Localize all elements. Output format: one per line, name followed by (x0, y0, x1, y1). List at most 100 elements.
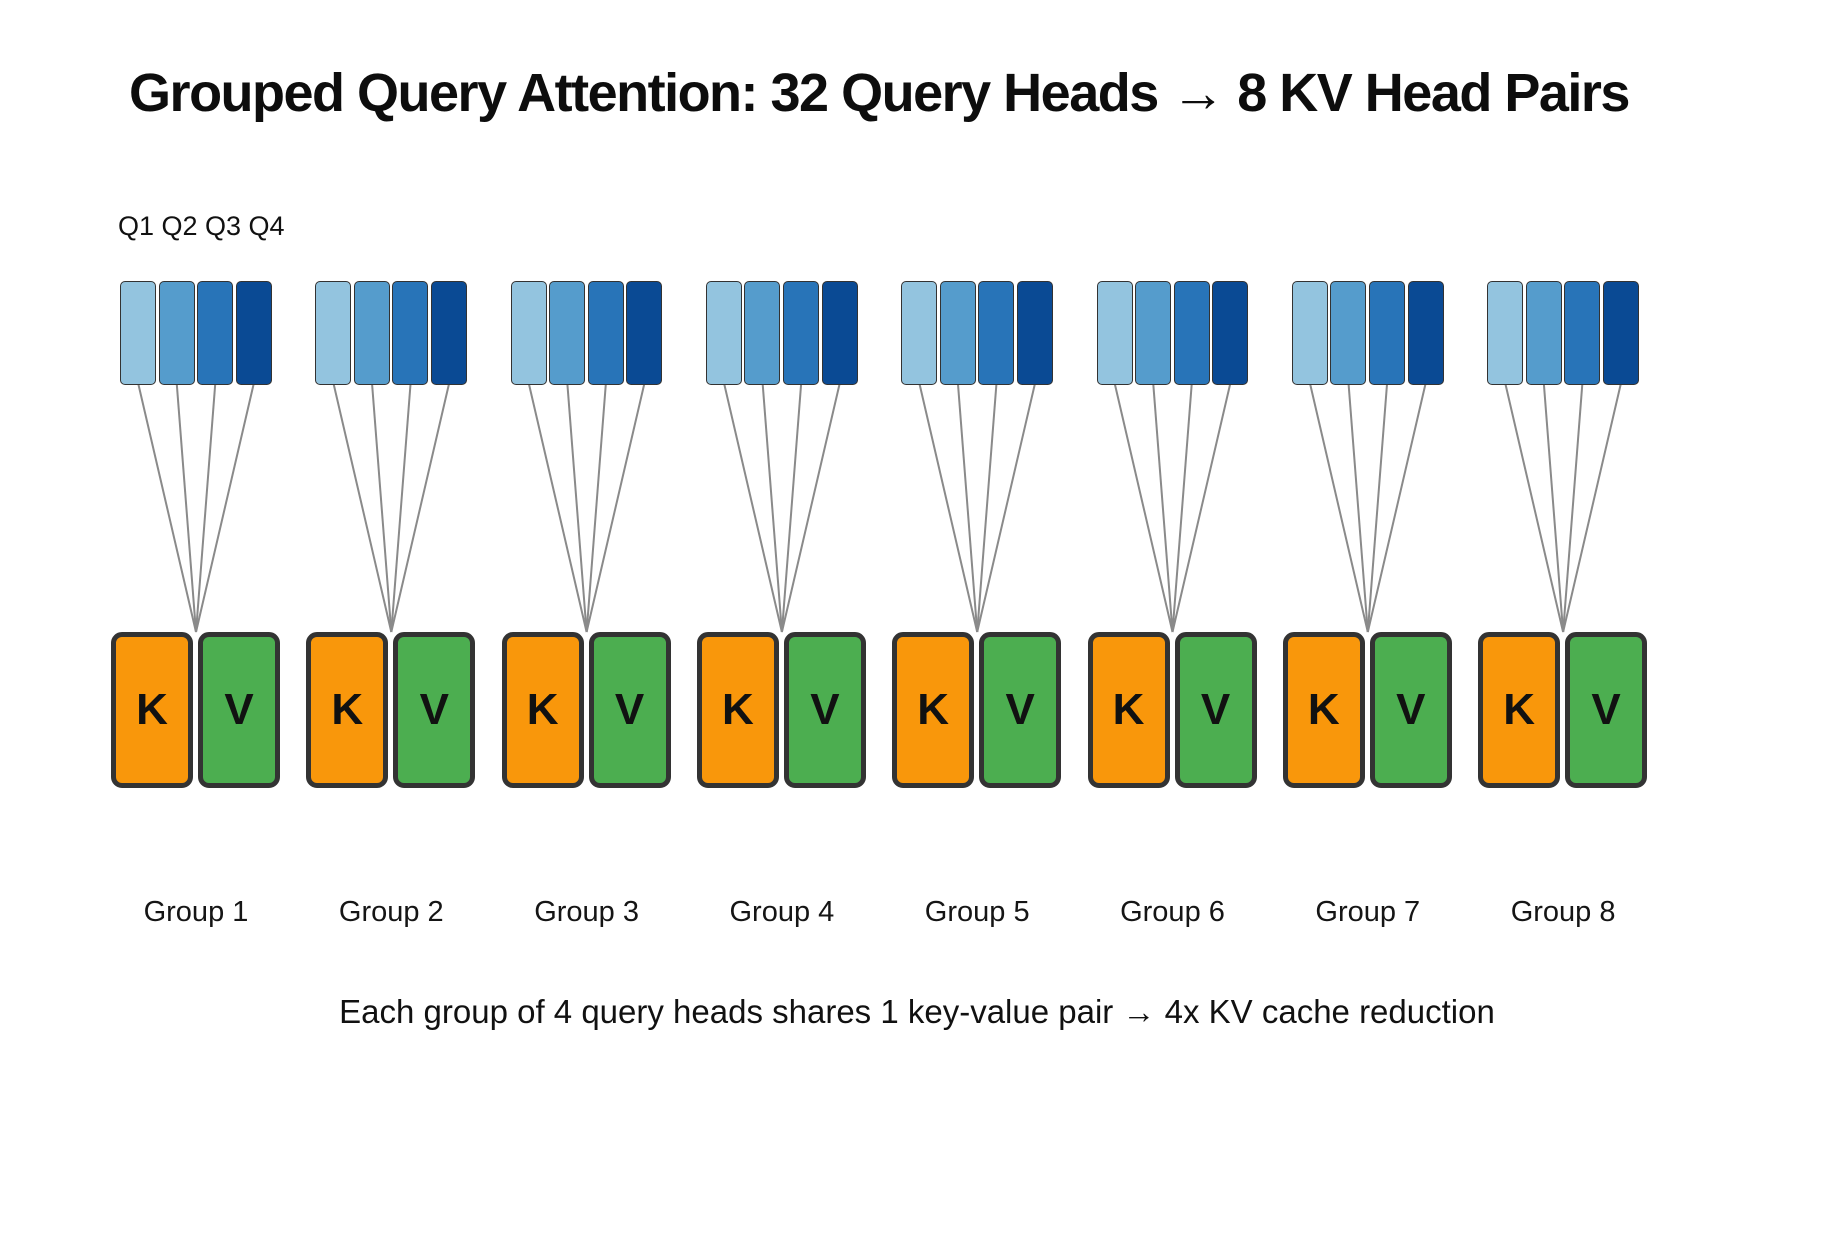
query-head-row (1487, 281, 1639, 385)
query-head-row (1096, 281, 1249, 385)
query-head (1096, 281, 1133, 385)
connector-line (585, 382, 646, 633)
value-box: V (1565, 632, 1648, 788)
kv-pair: K V (111, 632, 280, 788)
key-box: K (111, 632, 193, 788)
key-label: K (1307, 685, 1340, 734)
value-label: V (614, 685, 645, 734)
key-label: K (526, 685, 559, 734)
connector-line (1562, 382, 1584, 633)
key-label: K (136, 685, 168, 734)
group-label: Group 3 (534, 896, 639, 928)
connector-line (566, 382, 588, 633)
connector-line (976, 382, 998, 633)
group-label: Group 2 (338, 896, 444, 928)
query-head (1330, 281, 1367, 385)
group-label: Group 8 (1510, 896, 1616, 928)
value-label: V (224, 685, 254, 734)
key-box: K (1087, 632, 1170, 788)
query-head (705, 281, 742, 385)
query-head (1135, 281, 1172, 385)
connector-line (976, 382, 1037, 633)
key-label: K (917, 685, 950, 734)
query-head (431, 281, 468, 385)
kv-pair: K V (696, 632, 866, 788)
query-head (1564, 281, 1601, 385)
connector-line (175, 382, 197, 633)
connector-line (371, 382, 393, 633)
query-head (315, 281, 352, 385)
connector-line (1308, 382, 1369, 633)
query-head-row (315, 281, 468, 385)
key-box: K (1478, 632, 1561, 788)
connector-line (780, 382, 803, 633)
connector-line (1171, 382, 1232, 633)
connector-line (527, 382, 588, 633)
key-label: K (1112, 685, 1145, 734)
kv-pair: K V (892, 632, 1062, 788)
group-label: Group 5 (924, 896, 1030, 928)
connector-line (390, 382, 451, 633)
query-head (510, 281, 547, 385)
query-head (120, 281, 156, 385)
value-label: V (1200, 685, 1231, 734)
value-label: V (810, 685, 840, 734)
connector-line (1542, 382, 1565, 633)
key-label: K (1503, 685, 1535, 734)
key-label: K (722, 685, 754, 734)
query-head (353, 281, 390, 385)
connector-line (195, 382, 255, 633)
group-label: Group 4 (729, 896, 835, 928)
group-label: Group 6 (1120, 896, 1225, 928)
group-label: Group 7 (1315, 896, 1421, 928)
value-box: V (588, 632, 671, 788)
connector-line (1152, 382, 1174, 633)
value-label: V (1591, 685, 1621, 734)
query-head (1407, 281, 1444, 385)
kv-pair: K V (501, 632, 671, 788)
query-head (1291, 281, 1328, 385)
query-head-row (1291, 281, 1444, 385)
query-head-row (705, 281, 858, 385)
query-head (939, 281, 976, 385)
connector-line (780, 382, 841, 633)
connector-line (585, 382, 607, 633)
value-box: V (393, 632, 476, 788)
connector-line (723, 382, 783, 633)
connector-line (761, 382, 783, 633)
connector-line (918, 382, 979, 633)
key-box: K (696, 632, 779, 788)
key-box: K (892, 632, 975, 788)
query-head (821, 281, 858, 385)
value-box: V (979, 632, 1062, 788)
value-label: V (419, 685, 449, 734)
value-box: V (783, 632, 866, 788)
query-head (1173, 281, 1210, 385)
group-label: Group 1 (143, 896, 249, 928)
connector-line (1366, 382, 1389, 633)
query-head (549, 281, 586, 385)
kv-pair: K V (1478, 632, 1648, 788)
query-head (1368, 281, 1405, 385)
kv-pair: K V (1282, 632, 1452, 788)
key-box: K (306, 632, 389, 788)
connector-line (390, 382, 412, 633)
kv-pair: K V (306, 632, 476, 788)
value-box: V (198, 632, 280, 788)
query-head (235, 281, 272, 385)
connector-line (195, 382, 217, 633)
connector-line (1113, 382, 1174, 633)
query-head (1525, 281, 1562, 385)
query-head (783, 281, 820, 385)
query-head (744, 281, 781, 385)
value-box: V (1369, 632, 1452, 788)
value-label: V (1396, 685, 1426, 734)
query-head (1016, 281, 1053, 385)
connector-line (1347, 382, 1369, 633)
connector-line (332, 382, 393, 633)
key-label: K (331, 685, 364, 734)
connector-line (137, 382, 197, 633)
query-head (901, 281, 938, 385)
